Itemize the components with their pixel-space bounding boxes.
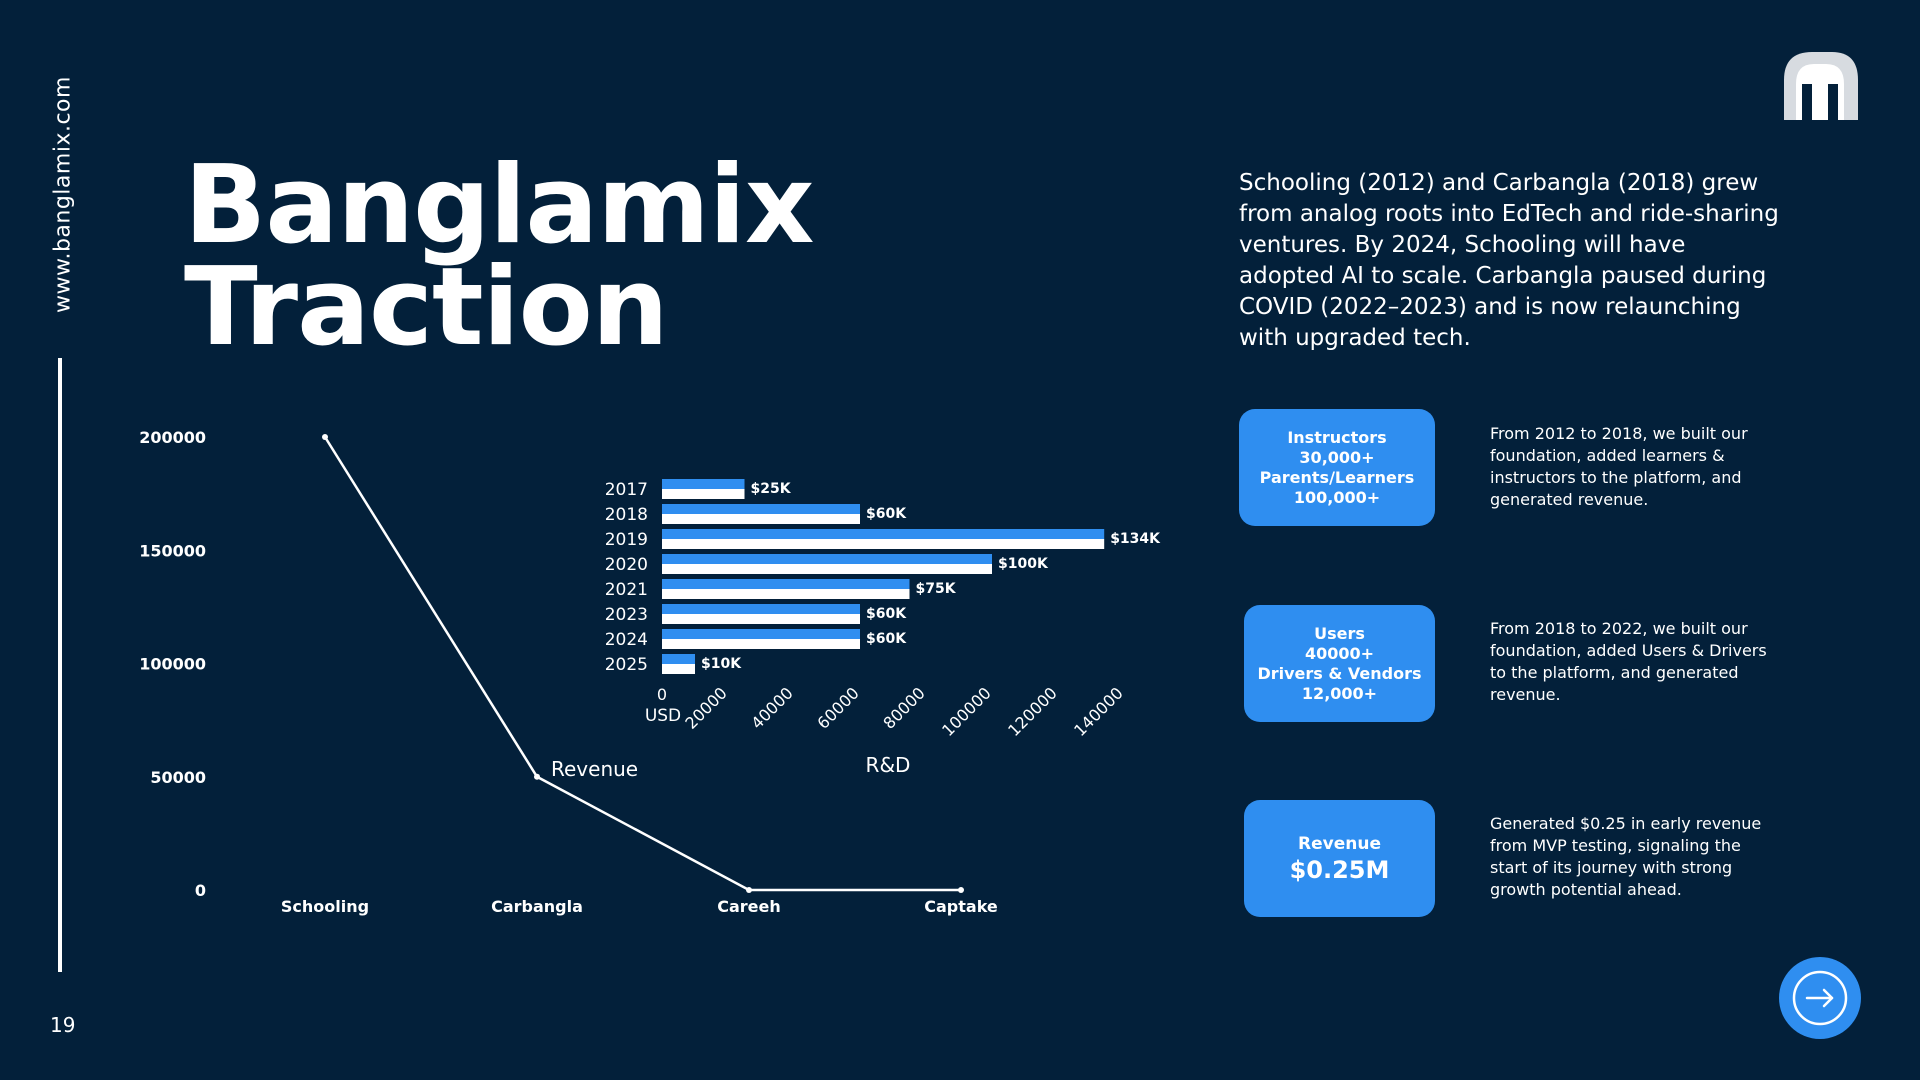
page-number: 19 (50, 1013, 76, 1037)
bar-value-label: $25K (751, 481, 792, 497)
bar-primary (662, 504, 860, 514)
x-tick-label: 120000 (1004, 683, 1061, 740)
bar-secondary (662, 514, 860, 524)
bar-primary (662, 604, 860, 614)
data-point (746, 887, 752, 893)
x-tick-label: 100000 (938, 683, 995, 740)
intro-paragraph: Schooling (2012) and Carbangla (2018) gr… (1239, 170, 1779, 351)
sidebar-divider (58, 358, 62, 972)
bar-secondary (662, 589, 910, 599)
year-label: 2024 (605, 630, 648, 650)
revenue-value: $0.25M (1289, 855, 1390, 884)
stat-value: 100,000+ (1293, 487, 1381, 507)
bar-secondary (662, 489, 745, 499)
stat-value: 30,000+ (1299, 447, 1375, 467)
bar-primary (662, 629, 860, 639)
x-unit-label: USD (645, 706, 681, 726)
bar-value-label: $134K (1110, 531, 1161, 547)
year-label: 2018 (605, 505, 648, 525)
data-point (958, 887, 964, 893)
bar-value-label: $60K (866, 506, 907, 522)
bar-value-label: $100K (998, 556, 1049, 572)
series-label-revenue: Revenue (551, 757, 638, 781)
bar-secondary (662, 614, 860, 624)
title-line-2: Traction (184, 245, 669, 370)
x-category-label: Careeh (717, 897, 781, 916)
stat-box-carbangla: Users 40000+ Drivers & Vendors 12,000+ (1244, 605, 1435, 722)
stat-description-schooling: From 2012 to 2018, we built our foundati… (1490, 424, 1748, 509)
revenue-series-line (323, 436, 961, 892)
data-point (322, 434, 328, 440)
year-label: 2023 (605, 605, 648, 625)
bar-secondary (662, 664, 695, 674)
x-category-label: Schooling (281, 897, 369, 916)
stat-label: Users (1314, 623, 1365, 643)
arrow-right-icon (1792, 970, 1848, 1026)
next-button[interactable] (1779, 957, 1861, 1039)
year-label: 2019 (605, 530, 648, 550)
stat-label: Instructors (1287, 427, 1387, 447)
bar-primary (662, 529, 1105, 539)
bar-value-label: $60K (866, 606, 907, 622)
title-line-1: Banglamix (184, 143, 815, 268)
stat-label: Drivers & Vendors (1257, 663, 1422, 683)
x-tick-label: 20000 (681, 683, 730, 732)
stat-box-revenue: Revenue $0.25M (1244, 800, 1435, 917)
x-category-label: Captake (924, 897, 998, 916)
banglamix-logo-icon (1784, 52, 1858, 120)
x-tick-label: 60000 (813, 683, 862, 732)
y-tick-label: 150000 (139, 541, 206, 560)
year-label: 2025 (605, 655, 648, 675)
bar-value-label: $10K (701, 656, 742, 672)
y-tick-label: 50000 (150, 768, 206, 787)
bar-primary (662, 554, 992, 564)
revenue-label: Revenue (1298, 833, 1381, 854)
year-label: 2021 (605, 580, 648, 600)
bar-secondary (662, 564, 992, 574)
bar-secondary (662, 539, 1105, 549)
x-category-label: Carbangla (491, 897, 583, 916)
bar-primary (662, 479, 745, 489)
bar-primary (662, 579, 910, 589)
x-tick-label: 80000 (879, 683, 928, 732)
x-tick-label: 140000 (1070, 683, 1127, 740)
stat-value: 40000+ (1304, 643, 1375, 663)
y-tick-label: 100000 (139, 655, 206, 674)
x-tick-label: 0 (657, 685, 667, 704)
x-axis-title: R&D (866, 753, 911, 777)
bar-value-label: $75K (916, 581, 957, 597)
y-tick-label: 0 (195, 881, 206, 900)
bar-primary (662, 654, 695, 664)
stat-label: Parents/Learners (1259, 467, 1415, 487)
stat-box-schooling: Instructors 30,000+ Parents/Learners 100… (1239, 409, 1435, 526)
page-title: Banglamix Traction (184, 143, 815, 370)
data-point (534, 773, 540, 780)
x-tick-label: 40000 (747, 683, 796, 732)
stat-description-carbangla: From 2018 to 2022, we built our foundati… (1490, 619, 1767, 704)
bar-value-label: $60K (866, 631, 907, 647)
stat-description-revenue: Generated $0.25 in early revenue from MV… (1490, 814, 1762, 899)
year-label: 2020 (605, 555, 648, 575)
bar-secondary (662, 639, 860, 649)
y-tick-label: 200000 (139, 428, 206, 447)
year-label: 2017 (605, 480, 648, 500)
stat-value: 12,000+ (1301, 683, 1378, 703)
